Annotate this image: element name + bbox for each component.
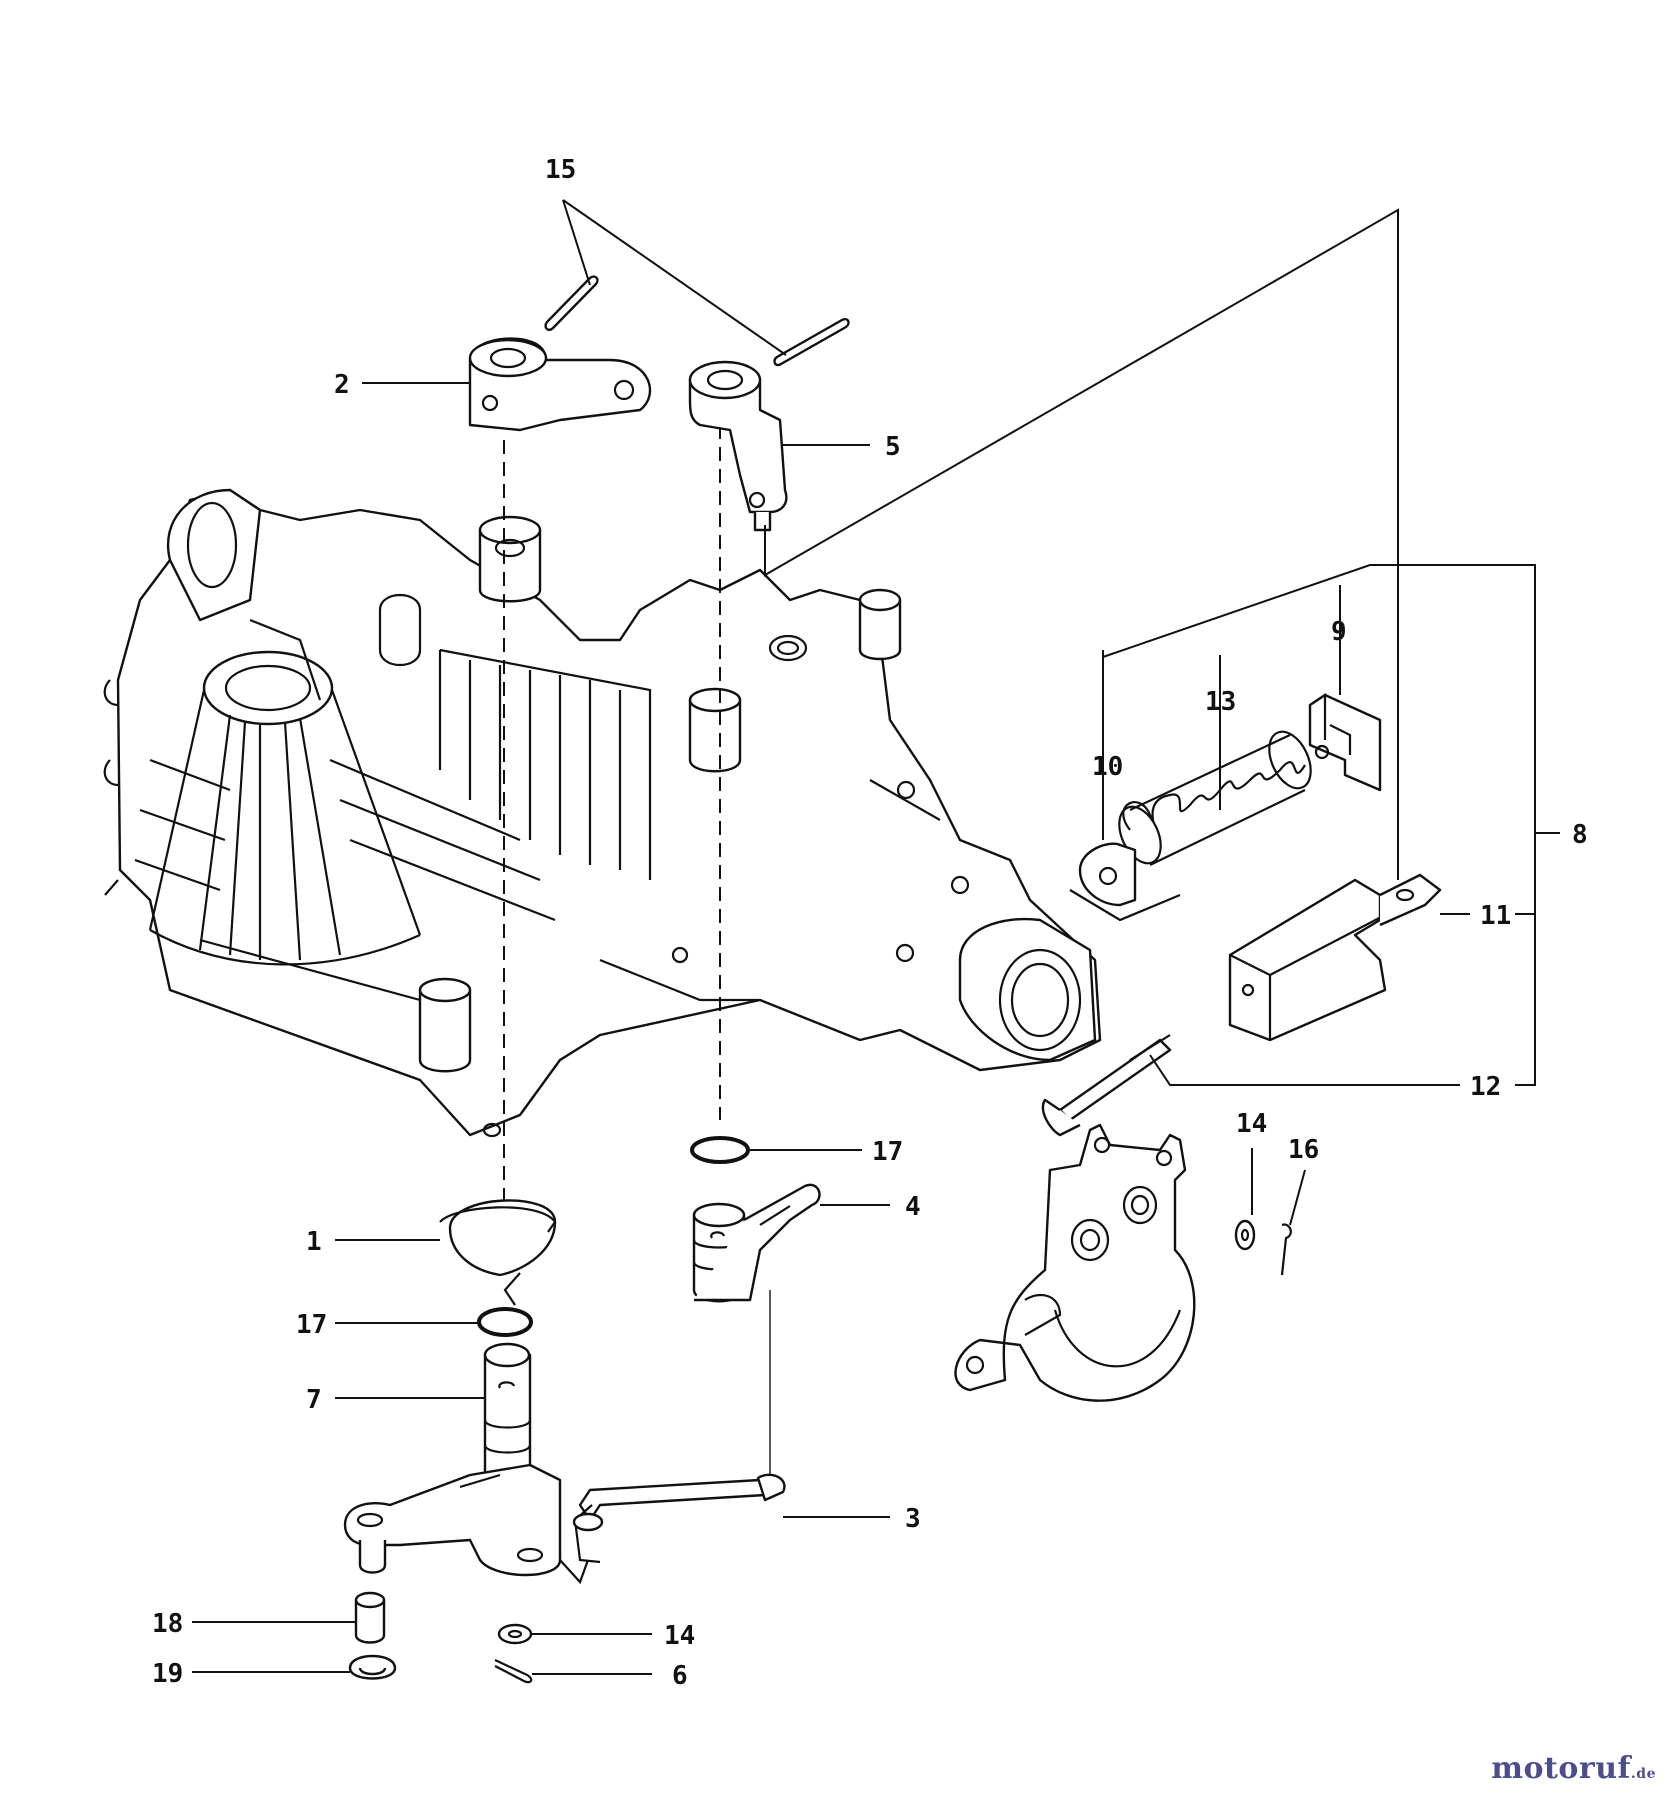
leader-lines <box>192 199 1560 1675</box>
callout-labels: 15 2 5 9 13 10 8 11 12 14 16 17 4 1 17 7… <box>152 155 1588 1691</box>
callout-8: 8 <box>1572 820 1588 850</box>
callout-17-lower: 17 <box>296 1310 327 1340</box>
part-6-cotter-pin <box>494 1659 533 1684</box>
part-14-washer-upper <box>1234 1219 1256 1251</box>
part-5-crank-arm <box>688 360 788 532</box>
part-2-lever-arm <box>468 337 652 432</box>
callout-10: 10 <box>1092 752 1123 782</box>
part-7-shaft-plate <box>343 1342 562 1577</box>
part-19-e-clip <box>348 1654 397 1680</box>
callout-19: 19 <box>152 1659 183 1689</box>
part-1-seal-cap <box>439 1199 557 1306</box>
watermark-logo: motoruf.de <box>1491 1751 1656 1786</box>
part-12-hook-rod <box>1041 1034 1172 1137</box>
watermark-tld: .de <box>1630 1766 1656 1782</box>
part-11-spring-housing <box>1228 873 1442 1042</box>
callout-4: 4 <box>905 1192 921 1222</box>
part-15-roll-pins <box>544 275 850 367</box>
callout-14-upper: 14 <box>1236 1109 1267 1139</box>
callout-14-lower: 14 <box>664 1621 695 1651</box>
callout-17-upper: 17 <box>872 1137 903 1167</box>
watermark-brand-a: motor <box>1491 1751 1596 1786</box>
part-13-coil-spring <box>1118 730 1312 866</box>
callout-3: 3 <box>905 1504 921 1534</box>
part-14-washer-lower <box>497 1623 533 1645</box>
part-10-spring-retainer <box>1069 842 1181 922</box>
callout-9: 9 <box>1331 617 1347 647</box>
callout-1: 1 <box>306 1227 322 1257</box>
callout-11: 11 <box>1480 901 1511 931</box>
part-9-spring-bracket <box>1308 692 1382 792</box>
brake-cover-plate <box>954 1123 1196 1402</box>
part-4-control-shaft <box>692 1183 821 1303</box>
callout-5: 5 <box>885 432 901 462</box>
part-18-bushing <box>354 1591 386 1644</box>
callout-13: 13 <box>1205 687 1236 717</box>
callout-7: 7 <box>306 1385 322 1415</box>
watermark-brand-b: uf <box>1595 1751 1631 1786</box>
part-3-link-rod <box>559 1473 786 1585</box>
part-17-o-ring-lower <box>477 1307 533 1337</box>
callout-6: 6 <box>672 1661 688 1691</box>
transaxle-housing <box>103 488 1102 1138</box>
callout-2: 2 <box>334 370 350 400</box>
callout-15: 15 <box>545 155 576 185</box>
part-17-o-ring-upper <box>690 1136 750 1164</box>
callout-16: 16 <box>1288 1135 1319 1165</box>
callout-12: 12 <box>1470 1072 1501 1102</box>
callout-18: 18 <box>152 1609 183 1639</box>
part-16-pin <box>1280 1223 1292 1276</box>
assembly-centerlines <box>503 425 771 1475</box>
